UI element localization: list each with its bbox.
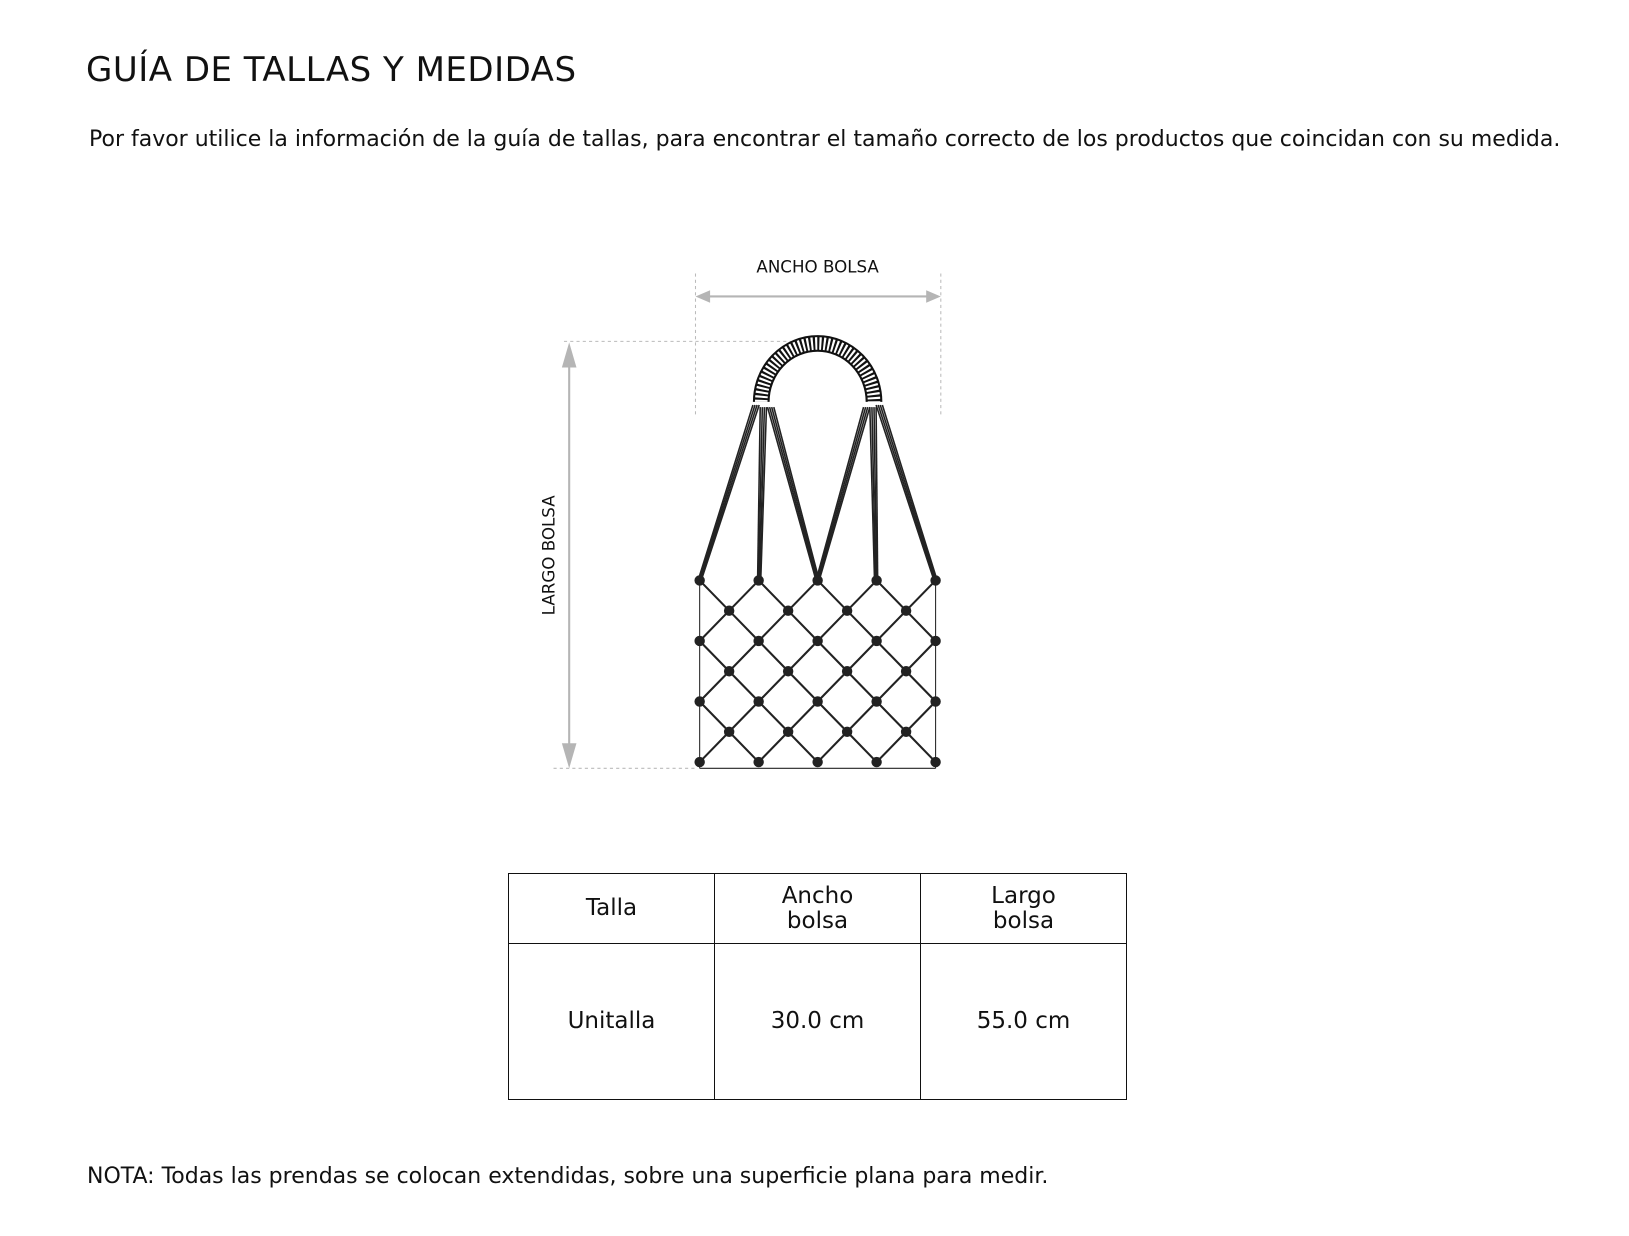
bag-handle-icon: [752, 335, 883, 403]
knot: [900, 666, 912, 677]
knot: [753, 756, 764, 768]
width-arrow: [695, 290, 941, 303]
guide-lines: [553, 273, 942, 769]
knot: [812, 696, 823, 707]
knot: [694, 635, 705, 647]
length-label: LARGO BOLSA: [539, 495, 559, 616]
knot: [723, 605, 735, 616]
header-talla: Talla: [508, 873, 715, 944]
knot: [930, 756, 941, 768]
knot: [841, 605, 853, 616]
knot: [694, 575, 705, 586]
knot: [812, 635, 823, 647]
table-row: Unitalla 30.0 cm 55.0 cm: [508, 943, 1127, 1100]
knot: [723, 666, 735, 677]
knot: [900, 726, 912, 738]
knot: [753, 696, 764, 707]
knot: [694, 756, 705, 768]
knot: [753, 575, 764, 586]
knot: [930, 635, 941, 647]
cell-ancho: 30.0 cm: [714, 943, 921, 1100]
knot: [782, 605, 794, 616]
width-label: ANCHO BOLSA: [756, 256, 879, 276]
knot: [930, 696, 941, 707]
knot: [841, 666, 853, 677]
knot: [812, 575, 823, 586]
intro-text: Por favor utilice la información de la g…: [89, 127, 1561, 152]
bag-strings: [697, 404, 938, 581]
knot: [723, 726, 735, 738]
table-header-row: Talla Ancho bolsa Largo bolsa: [508, 873, 1127, 944]
knot: [900, 605, 912, 616]
knot: [930, 575, 941, 586]
length-arrow: [561, 342, 577, 769]
cell-largo: 55.0 cm: [920, 943, 1127, 1100]
knot: [871, 756, 882, 768]
knot: [753, 635, 764, 647]
knot: [871, 635, 882, 647]
knot: [694, 696, 705, 707]
knot: [871, 696, 882, 707]
knot: [782, 666, 794, 677]
header-largo: Largo bolsa: [920, 873, 1127, 944]
page-title: GUÍA DE TALLAS Y MEDIDAS: [86, 50, 577, 90]
size-table: Talla Ancho bolsa Largo bolsa Unitalla 3…: [508, 873, 1127, 1100]
bag-net: [694, 575, 941, 769]
knot: [871, 575, 882, 586]
knot: [812, 756, 823, 768]
cell-talla: Unitalla: [508, 943, 715, 1100]
header-ancho: Ancho bolsa: [714, 873, 921, 944]
knot: [841, 726, 853, 738]
note-text: NOTA: Todas las prendas se colocan exten…: [87, 1164, 1049, 1189]
knot: [782, 726, 794, 738]
